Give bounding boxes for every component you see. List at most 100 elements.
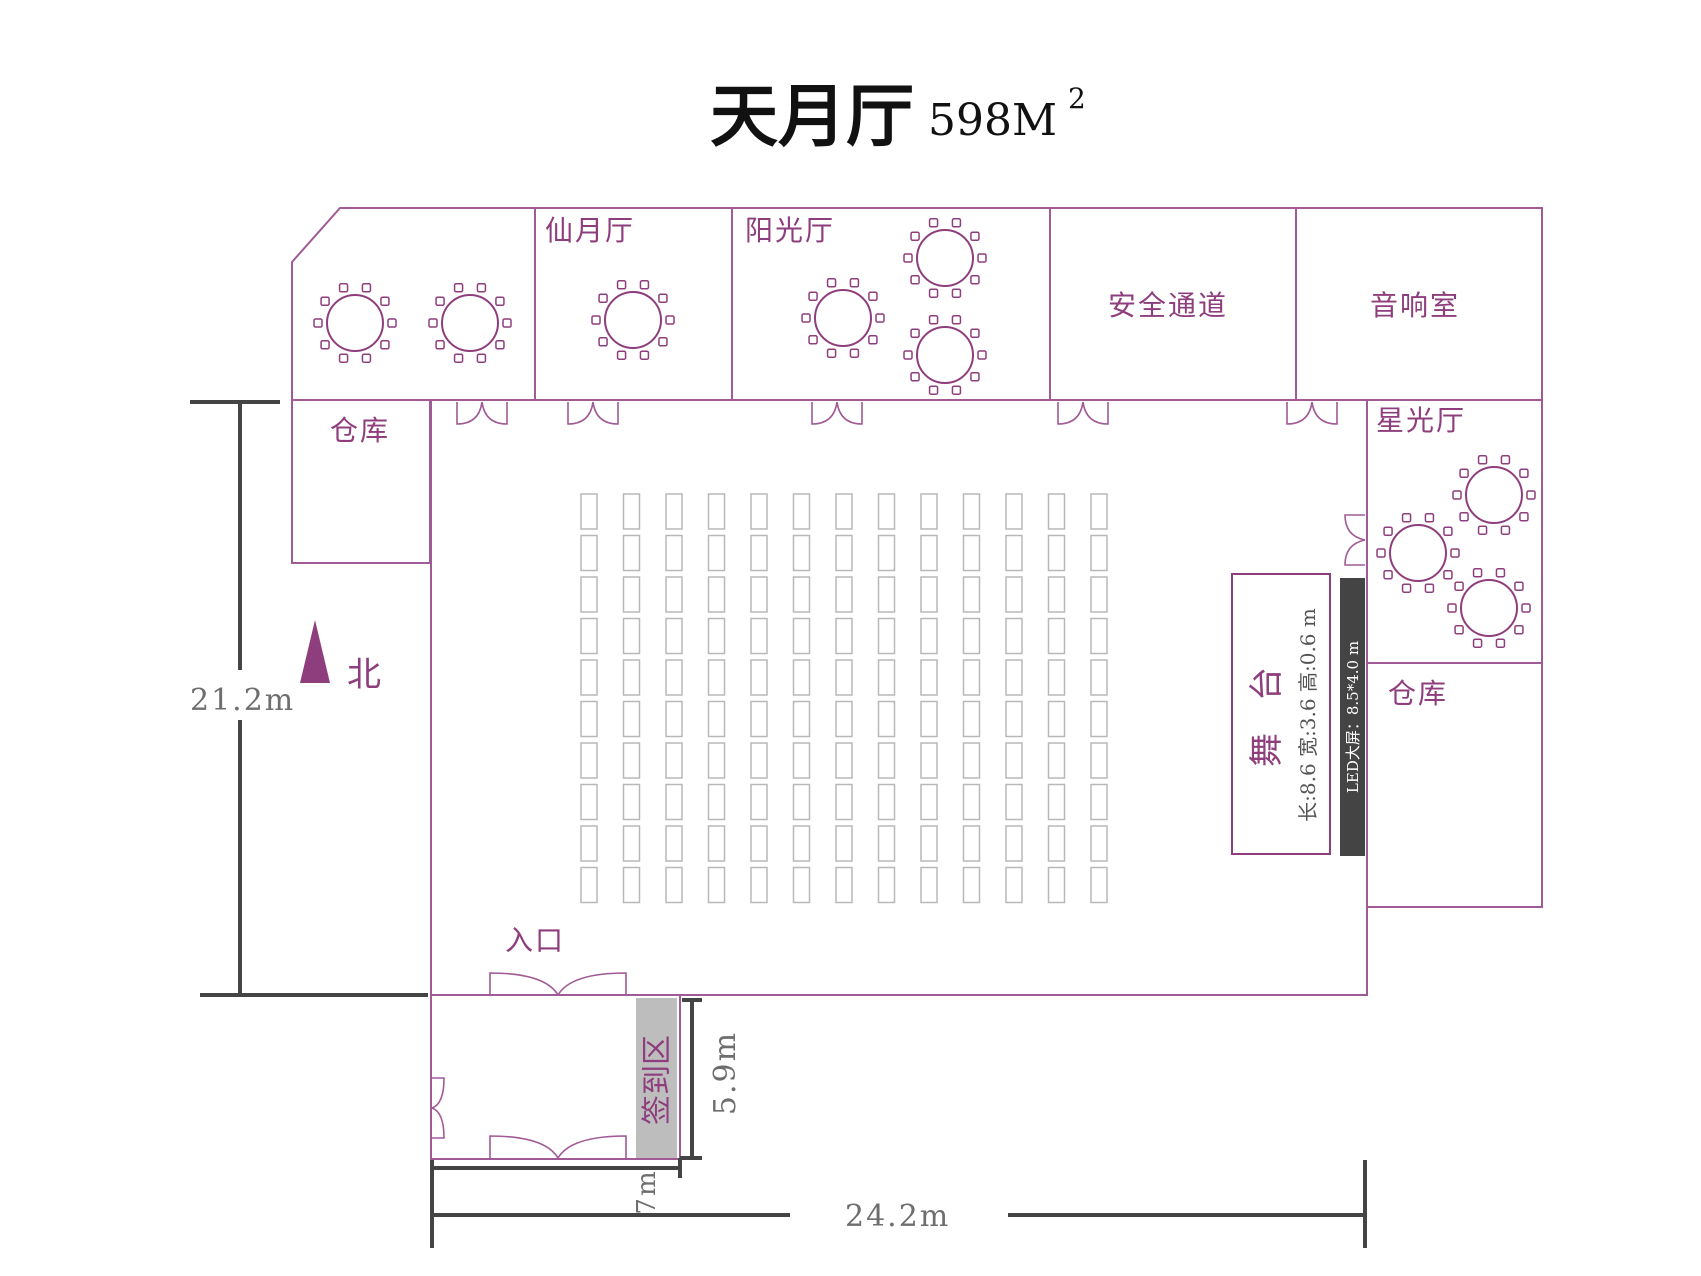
table-seat: [658, 293, 668, 304]
table-seat: [1443, 526, 1453, 537]
theater-chair: [835, 825, 853, 862]
table-seat: [1495, 568, 1506, 578]
table-seat: [1447, 603, 1457, 613]
theater-chair: [920, 742, 938, 779]
theater-chair: [750, 617, 768, 655]
led-screen: [1340, 578, 1365, 856]
theater-chair: [622, 493, 641, 530]
theater-chair: [707, 700, 726, 738]
theater-chair: [665, 493, 683, 530]
theater-chair: [792, 742, 811, 779]
theater-chair: [835, 493, 853, 530]
theater-chair: [792, 825, 811, 862]
double-door: [811, 401, 863, 425]
right-storage-label: 仓库: [1388, 677, 1448, 710]
theater-chair: [962, 534, 981, 572]
theater-chair: [750, 742, 768, 779]
theater-chair: [1090, 576, 1108, 613]
theater-chair: [835, 866, 853, 904]
theater-chair: [835, 576, 853, 613]
safety-passage-label: 安全通道: [1108, 289, 1228, 322]
theater-chair: [707, 617, 726, 655]
theater-chair: [580, 783, 598, 821]
double-door: [431, 1077, 445, 1139]
theater-chair: [580, 576, 598, 613]
table-seat: [1383, 526, 1393, 537]
theater-chair: [580, 617, 598, 655]
table-seat: [338, 353, 349, 363]
theater-chair: [1090, 493, 1108, 530]
round-table: [1447, 568, 1531, 648]
table-seat: [1443, 569, 1453, 580]
theater-chair: [1090, 534, 1108, 572]
theater-chair: [920, 493, 938, 530]
theater-chair: [622, 659, 641, 696]
theater-chair: [1047, 825, 1066, 862]
table-seat: [928, 315, 939, 325]
table-seat: [951, 315, 962, 325]
theater-chair: [1047, 783, 1066, 821]
round-table: [591, 280, 675, 360]
table-seat: [361, 283, 372, 293]
foyer: [430, 994, 681, 1160]
table-seat: [1401, 513, 1412, 523]
table-seat: [849, 348, 860, 358]
theater-chair: [1047, 742, 1066, 779]
theater-chair: [665, 700, 683, 738]
table-seat: [1477, 525, 1488, 535]
table-seat: [1495, 638, 1506, 648]
table-seat: [1500, 455, 1511, 465]
theater-chair: [1090, 866, 1108, 904]
table-seat: [951, 385, 962, 395]
entrance-label: 入口: [505, 924, 565, 957]
table-seat: [476, 283, 487, 293]
theater-chair: [877, 576, 896, 613]
table-seat: [598, 336, 608, 347]
theater-chair: [622, 866, 641, 904]
theater-chair: [920, 783, 938, 821]
theater-chair: [1047, 700, 1066, 738]
theater-chair: [750, 576, 768, 613]
table-seat: [1514, 581, 1524, 592]
table-seat: [1383, 569, 1393, 580]
table-seat: [951, 288, 962, 298]
theater-chair: [920, 659, 938, 696]
theater-chair: [622, 742, 641, 779]
foyer-depth-dimension: 5.9m: [708, 1031, 743, 1115]
theater-chair: [792, 783, 811, 821]
theater-chair: [622, 700, 641, 738]
double-door: [1286, 401, 1338, 425]
theater-chair: [792, 534, 811, 572]
theater-chair: [1047, 617, 1066, 655]
theater-chair: [707, 659, 726, 696]
led-screen-label: LED大屏：8.5*4.0 m: [1344, 641, 1362, 793]
double-door: [1057, 401, 1109, 425]
theater-chair: [877, 617, 896, 655]
theater-chair: [1005, 493, 1023, 530]
theater-chair: [580, 742, 598, 779]
theater-chair: [1090, 825, 1108, 862]
table-seat: [928, 385, 939, 395]
double-door: [567, 401, 619, 425]
foyer-width-dimension: 7m: [632, 1169, 662, 1214]
table-seat: [1450, 548, 1460, 558]
table-seat: [1519, 511, 1529, 522]
theater-chair: [665, 576, 683, 613]
table-seat: [801, 313, 811, 323]
table-seat: [502, 318, 512, 328]
theater-chair: [1090, 700, 1108, 738]
round-table: [1376, 513, 1460, 593]
theater-chair: [962, 617, 981, 655]
theater-chair: [665, 825, 683, 862]
round-table: [313, 283, 397, 363]
theater-chair: [622, 825, 641, 862]
xingguang-room: [1366, 399, 1543, 664]
width-dimension: 24.2m: [845, 1199, 950, 1234]
table-seat: [598, 293, 608, 304]
theater-chair: [665, 742, 683, 779]
table-seat: [1472, 638, 1483, 648]
theater-chair: [920, 617, 938, 655]
table-seat: [970, 371, 980, 382]
theater-chair: [877, 493, 896, 530]
theater-chair: [1090, 742, 1108, 779]
